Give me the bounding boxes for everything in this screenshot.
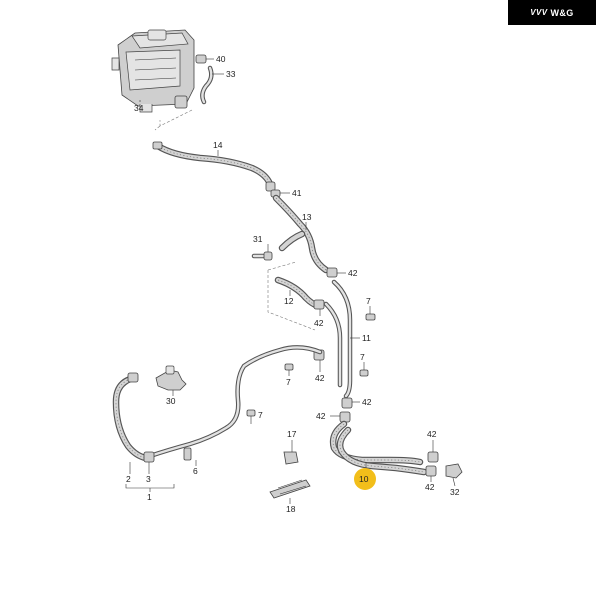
bolt-7-a	[365, 306, 376, 321]
bolt-7-c	[284, 363, 294, 371]
callout-7-c: 7	[286, 377, 291, 387]
callout-1: 1	[147, 492, 152, 502]
callout-2: 2	[126, 474, 131, 484]
callout-7-a: 7	[366, 296, 371, 306]
hose-33	[200, 65, 214, 105]
clip-42-a	[326, 267, 338, 278]
callout-3: 3	[146, 474, 151, 484]
callout-30: 30	[166, 396, 176, 406]
hose-13	[272, 194, 330, 274]
valve-30	[155, 365, 187, 391]
clip-42-f	[427, 451, 439, 463]
callout-31: 31	[253, 234, 263, 244]
tank-cap	[195, 54, 207, 64]
callout-11: 11	[362, 333, 371, 343]
callout-42-b: 42	[314, 318, 324, 328]
callout-7-d: 7	[258, 410, 263, 420]
callout-42-f: 42	[427, 429, 437, 439]
hose-10	[329, 420, 428, 476]
hose-31	[251, 251, 273, 261]
bracket-6	[183, 447, 192, 461]
brand-logo: VVV W&G	[508, 0, 596, 25]
coolant-pipe-long	[147, 345, 323, 459]
pipe-11	[323, 279, 353, 399]
callout-7-b: 7	[360, 352, 365, 362]
callout-40: 40	[216, 54, 226, 64]
brand-mark: VVV	[530, 8, 548, 17]
bolt-7-d	[246, 409, 256, 417]
callout-34: 34	[134, 103, 144, 113]
expansion-tank	[111, 29, 195, 113]
highlight-marker	[354, 468, 376, 490]
callout-10: 10	[359, 474, 369, 484]
connector-3	[143, 451, 155, 463]
callout-14: 14	[213, 140, 223, 150]
clip-42-b	[313, 299, 325, 310]
bolt-7-b	[359, 362, 369, 377]
hose-14	[152, 141, 276, 192]
clip-42-g	[425, 465, 437, 477]
callout-17: 17	[287, 429, 297, 439]
callout-6: 6	[193, 466, 198, 476]
bracket-18	[269, 479, 311, 499]
callout-32: 32	[450, 487, 460, 497]
callout-13: 13	[302, 212, 312, 222]
fitting-32	[445, 463, 463, 479]
clip-42-e	[339, 411, 351, 423]
callout-42-d: 42	[362, 397, 372, 407]
clip-42-d	[341, 397, 353, 409]
callout-18: 18	[286, 504, 296, 514]
clip-17	[283, 451, 299, 465]
callout-42-c: 42	[315, 373, 325, 383]
callout-42-g: 42	[425, 482, 435, 492]
callout-12: 12	[284, 296, 294, 306]
callout-41: 41	[292, 188, 302, 198]
callout-42-a: 42	[348, 268, 358, 278]
hose-2	[112, 372, 150, 462]
callout-42-e: 42	[316, 411, 326, 421]
callout-33: 33	[226, 69, 236, 79]
brand-name: W&G	[550, 7, 574, 18]
